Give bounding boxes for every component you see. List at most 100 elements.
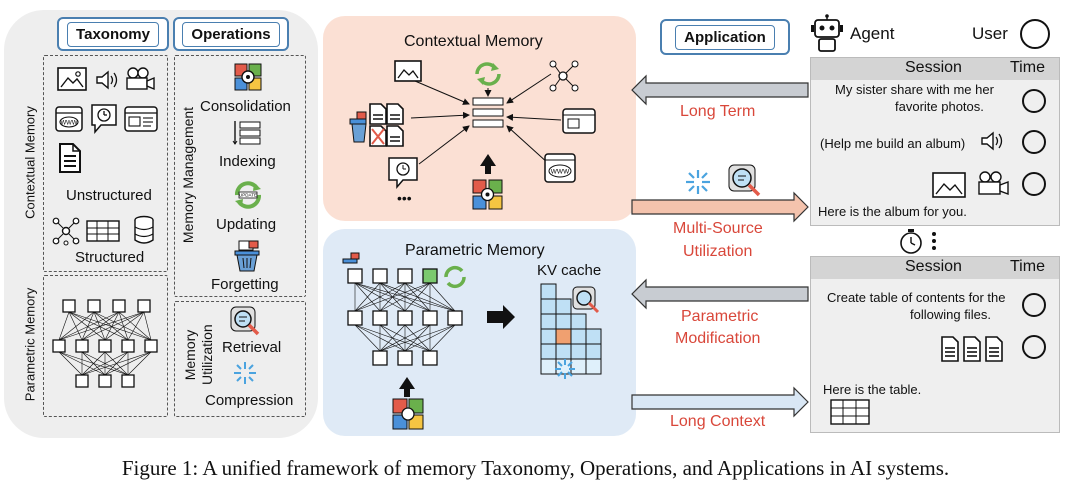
session-2-reply: Here is the table. (823, 382, 922, 397)
network-node (98, 374, 112, 388)
parametric-network-diagram (342, 252, 602, 430)
network-node (422, 310, 438, 326)
user-avatar-icon (1022, 89, 1046, 113)
right-arrow-icon (487, 305, 515, 329)
application-tag: Application (660, 19, 790, 55)
update-cycle-icon (446, 276, 466, 289)
svg-text:UPDATE: UPDATE (239, 193, 257, 198)
parametric-memory-title: Parametric Memory (405, 242, 545, 259)
multi-source-label: Multi-Source (673, 220, 763, 237)
network-node (372, 268, 388, 284)
session-1-reply: Here is the album for you. (818, 204, 967, 219)
figure-caption: Figure 1: A unified framework of memory … (121, 456, 950, 480)
document-icon (59, 143, 81, 173)
updating-label: Updating (216, 216, 277, 233)
retrieval-magnifier-icon (587, 301, 600, 314)
unstructured-label: Unstructured (66, 187, 152, 204)
retrieval-magnifier-icon (576, 290, 592, 306)
session-1-msg-1b: favorite photos. (895, 99, 984, 114)
left-block-arrow (631, 278, 809, 310)
session-2-col-time: Time (1010, 258, 1045, 275)
network-node (52, 339, 66, 353)
update-cycle-icon: UPDATE (235, 181, 261, 209)
compression-icon (234, 362, 256, 384)
network-node (137, 299, 151, 313)
parametric-label: Parametric (681, 308, 759, 325)
vertical-ellipsis-icon (932, 232, 937, 252)
network-node (447, 310, 463, 326)
graph-node-icon (52, 217, 80, 246)
contextual-memory-diagram: WWW (349, 60, 596, 210)
memory-utilization-box (174, 301, 306, 417)
puzzle-gear-icon (401, 407, 415, 421)
session-header-2 (811, 257, 1059, 279)
database-icon (134, 215, 154, 244)
session-panel-2 (810, 256, 1060, 433)
update-cycle-icon (444, 265, 464, 278)
network-node (397, 310, 413, 326)
session-2-col-session: Session (905, 258, 962, 275)
trash-icon (234, 240, 260, 272)
retrieval-magnifier-icon (230, 306, 260, 336)
contextual-memory-title: Contextual Memory (404, 33, 543, 50)
contextual-ellipsis: ••• (397, 190, 412, 206)
compression-icon (555, 359, 575, 379)
user-avatar-icon (1022, 172, 1046, 196)
network-node (75, 374, 89, 388)
session-1-col-time: Time (1010, 59, 1045, 76)
robot-agent-icon (811, 14, 843, 52)
speaker-icon (96, 70, 118, 90)
session-header-1 (811, 58, 1059, 80)
trash-icon (350, 252, 360, 260)
user-avatar-icon (1022, 130, 1046, 154)
image-browser-icon (124, 106, 158, 132)
session-1-col-session: Session (905, 59, 962, 76)
utilization-label: Utilization (683, 243, 753, 260)
indexing-label: Indexing (219, 153, 276, 170)
compression-small-icon (686, 170, 710, 194)
user-avatar-icon (1022, 293, 1046, 317)
video-camera-icon (126, 67, 155, 91)
session-panel-1 (810, 57, 1060, 226)
documents-icon (941, 336, 1003, 362)
retrieval-small-icon (728, 164, 761, 197)
consolidation-label: Consolidation (200, 98, 291, 115)
session-2-msg-1a: Create table of contents for the (827, 290, 1006, 305)
compression-label: Compression (205, 392, 294, 409)
operations-tag: Operations (173, 17, 289, 51)
network-node (75, 339, 89, 353)
network-node (112, 299, 126, 313)
user-avatar-icon (1022, 335, 1046, 359)
web-browser-icon: WWW (55, 106, 83, 132)
neural-network-icon (52, 299, 158, 388)
long-context-label: Long Context (670, 413, 766, 430)
session-1-msg-1a: My sister share with me her (835, 82, 994, 97)
user-label: User (972, 24, 1008, 43)
clock-message-icon (91, 104, 117, 135)
image-icon (57, 67, 87, 91)
kv-cache-cell (585, 358, 602, 375)
network-node (144, 339, 158, 353)
session-1-msg-2: (Help me build an album) (820, 136, 966, 151)
right-block-arrow (631, 386, 809, 418)
forgetting-label: Forgetting (211, 276, 279, 293)
list-index-icon (232, 121, 261, 145)
video-camera-icon (978, 171, 1009, 196)
trash-icon (342, 258, 358, 264)
network-node (397, 268, 413, 284)
left-block-arrow (631, 74, 809, 106)
network-node (372, 310, 388, 326)
structured-label: Structured (75, 249, 145, 266)
svg-text:WWW: WWW (61, 121, 78, 127)
memory-management-box (174, 55, 306, 297)
network-node (87, 299, 101, 313)
network-node (121, 374, 135, 388)
network-node (347, 268, 363, 284)
parametric-memory-box (43, 275, 168, 417)
network-node (347, 310, 363, 326)
network-node (397, 350, 413, 366)
svg-text:WWW: WWW (551, 169, 570, 176)
speaker-icon (981, 131, 1003, 151)
taxonomy-tag: Taxonomy (57, 17, 169, 51)
